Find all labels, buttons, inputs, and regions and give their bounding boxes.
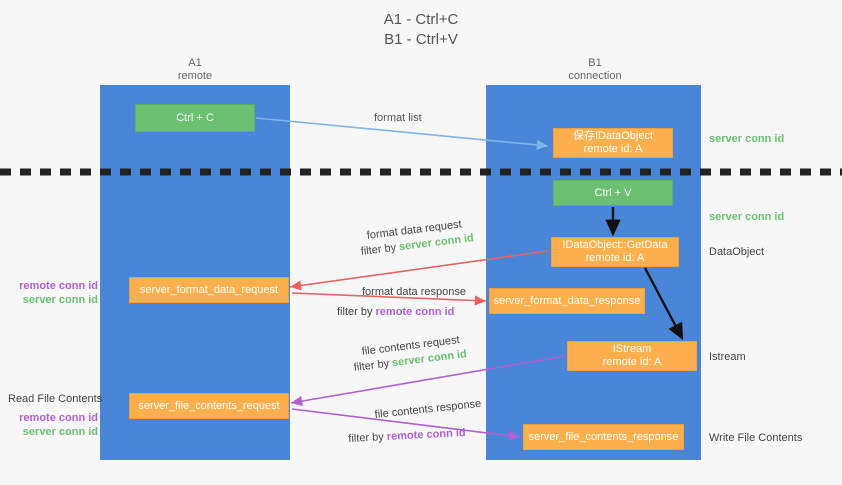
label-write-file-contents: Write File Contents [709, 432, 803, 444]
label-remote-conn-id-lower: remote conn id [19, 412, 98, 424]
box-save-idataobject[interactable]: 保存IDataObject remote id: A [553, 128, 673, 158]
arrow-label-format-list: format list [374, 112, 422, 124]
arrow-label-file-contents-response: file contents response [374, 397, 482, 421]
label-server-conn-id-mid: server conn id [709, 211, 785, 223]
box-server-format-data-request[interactable]: server_format_data_request [129, 277, 289, 303]
box-server-format-data-response[interactable]: server_format_data_response [489, 288, 645, 314]
label-server-conn-id-lower: server conn id [22, 426, 98, 438]
box-ctrl-c[interactable]: Ctrl + C [135, 104, 255, 132]
page-title: A1 - Ctrl+C B1 - Ctrl+V [383, 11, 459, 48]
arrow-label-format-data-response: format data response [362, 286, 466, 298]
filter-by-text-4: filter by [348, 431, 385, 445]
label-istream: Istream [709, 351, 746, 363]
filter-by-text-2: filter by [337, 306, 373, 318]
label-dataobject: DataObject [709, 246, 765, 258]
box-server-file-contents-response[interactable]: server_file_contents_response [523, 424, 684, 450]
filter-remote-conn-id-2: remote conn id [386, 426, 466, 443]
filter-remote-conn-id-1: remote conn id [375, 306, 455, 318]
label-conn-ids-upper: remote conn id server conn id [8, 279, 98, 307]
box-idataobject-getdata[interactable]: IDataObject::GetData remote id: A [551, 237, 679, 267]
box-server-file-contents-request[interactable]: server_file_contents_request [129, 393, 289, 419]
label-conn-ids-lower: remote conn id server conn id [8, 411, 98, 439]
label-server-conn-id-upper: server conn id [22, 294, 98, 306]
label-remote-conn-id-upper: remote conn id [19, 280, 98, 292]
filter-by-text-3: filter by [353, 357, 390, 374]
arrow-label-file-contents-response-filter: filter by remote conn id [348, 426, 466, 446]
box-istream[interactable]: IStream remote id: A [567, 341, 697, 371]
label-server-conn-id-top: server conn id [709, 133, 785, 145]
box-ctrl-v[interactable]: Ctrl + V [553, 180, 673, 206]
filter-by-text-1: filter by [360, 241, 397, 258]
column-header-a1: A1 remote [177, 57, 213, 82]
arrow-label-format-data-response-filter: filter by remote conn id [337, 305, 454, 319]
label-read-file-contents: Read File Contents [8, 393, 103, 405]
column-header-b1: B1 connection [568, 57, 622, 82]
